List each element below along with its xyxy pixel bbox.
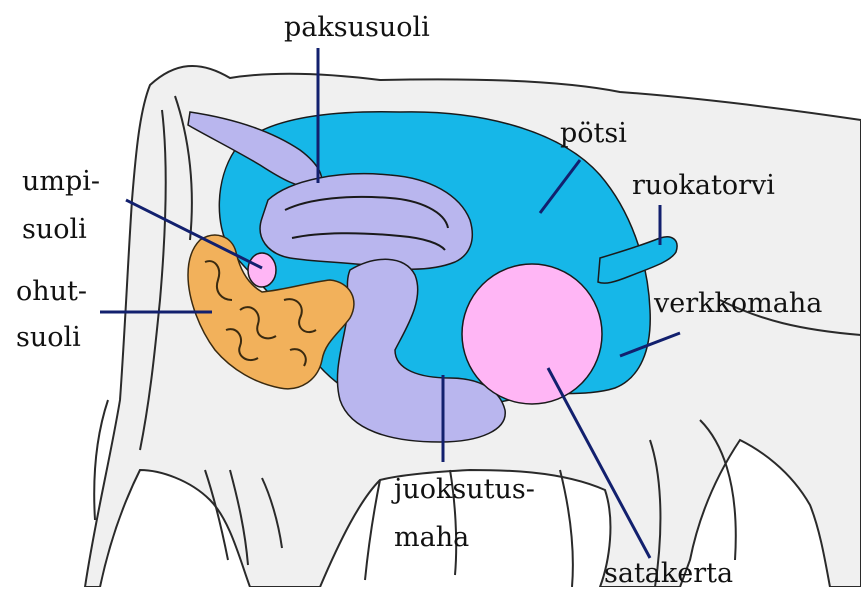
label-umpisuoli-2: suoli [22,214,87,245]
label-umpisuoli-1: umpi- [22,166,100,197]
label-potsi: pötsi [560,118,627,149]
label-satakerta: satakerta [604,558,733,587]
label-ohutsuoli-1: ohut- [16,276,87,307]
caecum-shape [248,253,276,287]
label-ohutsuoli-2: suoli [16,322,81,353]
omasum-shape [462,264,602,404]
label-verkkomaha: verkkomaha [653,288,822,319]
label-juoksutusmaha-1: juoksutus- [391,474,535,505]
label-ruokatorvi: ruokatorvi [632,170,775,201]
label-juoksutusmaha-2: maha [394,522,469,553]
label-paksusuoli: paksusuoli [284,12,430,43]
